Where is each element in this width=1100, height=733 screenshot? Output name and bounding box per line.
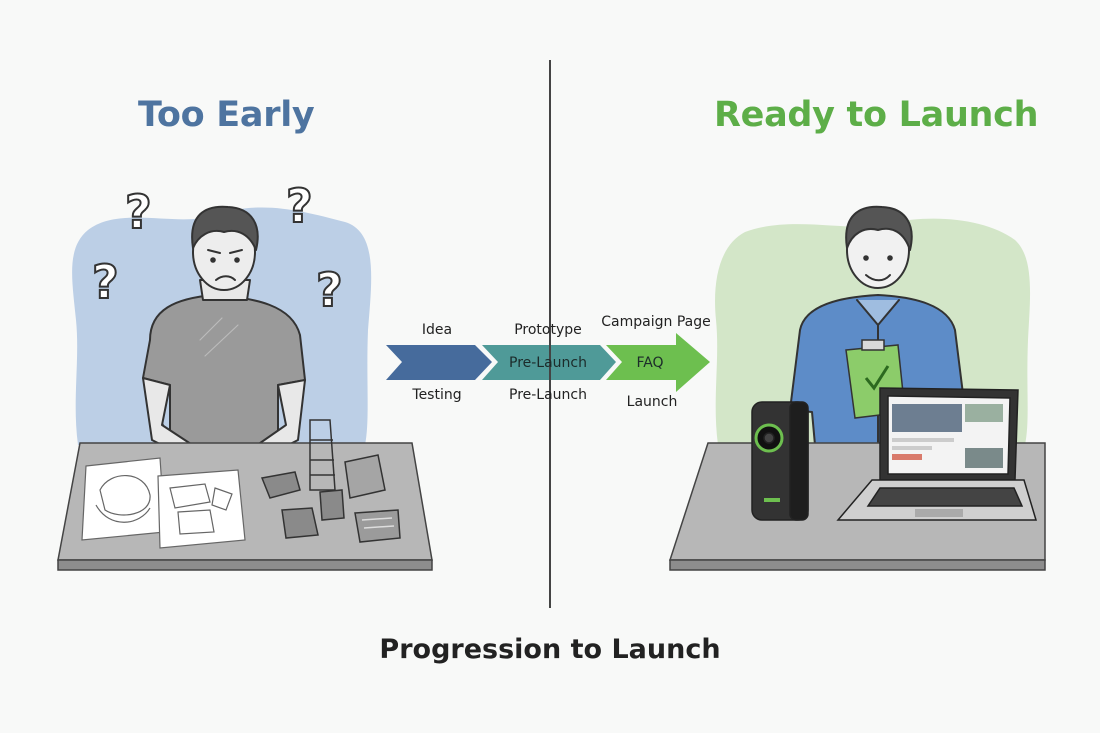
flow-label-idea: Idea (421, 322, 453, 338)
svg-text:?: ? (286, 179, 313, 233)
ready-to-launch-scene (668, 205, 1046, 571)
flow-label-launch: Launch (626, 394, 678, 410)
arrow-segment-3 (606, 333, 710, 392)
panel-divider (549, 60, 551, 608)
question-mark-icon: ? ? ? ? (91, 178, 344, 318)
arrow-segment-1 (386, 345, 492, 380)
sketch-papers (81, 457, 246, 549)
flow-label-pre-launch-bottom: Pre-Launch (508, 387, 588, 403)
progression-arrow (386, 333, 710, 392)
ready-to-launch-title: Ready to Launch (714, 95, 1039, 135)
svg-text:?: ? (92, 255, 119, 309)
svg-text:?: ? (125, 185, 152, 239)
too-early-scene: ? ? ? ? (57, 178, 433, 571)
flow-label-pre-launch-mid: Pre-Launch (508, 355, 588, 371)
flow-label-testing: Testing (412, 387, 462, 403)
flow-label-prototype: Prototype (514, 322, 582, 338)
diagram-caption: Progression to Launch (379, 634, 721, 665)
finished-product (751, 401, 809, 521)
flow-label-campaign-page: Campaign Page (601, 314, 711, 330)
too-early-title: Too Early (138, 95, 315, 135)
flow-label-faq: FAQ (636, 355, 664, 371)
laptop (836, 387, 1038, 521)
prototype-parts (260, 419, 401, 543)
checkmark-icon (864, 365, 890, 391)
svg-text:?: ? (316, 263, 343, 317)
